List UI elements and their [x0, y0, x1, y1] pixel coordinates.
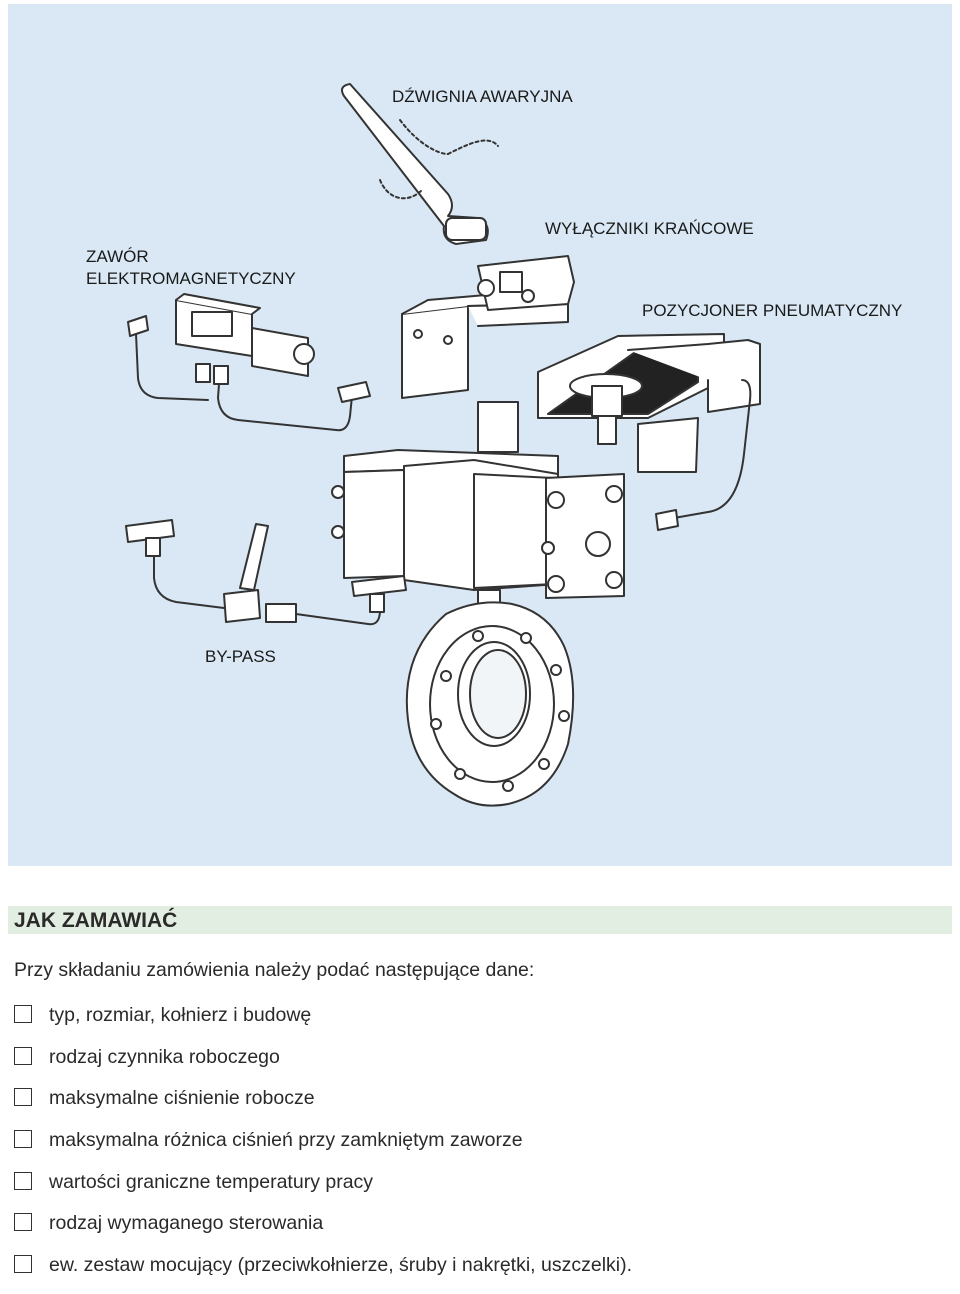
- checkbox[interactable]: [14, 1046, 32, 1065]
- list-item-label: maksymalne ciśnienie robocze: [49, 1087, 315, 1110]
- checkbox[interactable]: [14, 1255, 32, 1274]
- actuator-drawing: [331, 401, 625, 607]
- list-item-label: ew. zestaw mocujący (przeciwkołnierze, ś…: [49, 1254, 633, 1277]
- checkbox[interactable]: [14, 1171, 32, 1190]
- list-item: maksymalna różnica ciśnień przy zamknięt…: [14, 1127, 632, 1169]
- label-solenoid-valve-line1: ZAWÓR: [86, 247, 149, 266]
- list-item: maksymalne ciśnienie robocze: [14, 1085, 632, 1127]
- list-item-label: maksymalna różnica ciśnień przy zamknięt…: [49, 1129, 523, 1152]
- label-bypass: BY-PASS: [205, 647, 276, 666]
- list-item-label: wartości graniczne temperatury pracy: [49, 1170, 374, 1193]
- checkbox[interactable]: [14, 1130, 32, 1149]
- order-intro: Przy składaniu zamówienia należy podać n…: [14, 959, 535, 981]
- list-item: ew. zestaw mocujący (przeciwkołnierze, ś…: [14, 1252, 632, 1294]
- list-item-label: typ, rozmiar, kołnierz i budowę: [49, 1004, 312, 1026]
- label-solenoid-valve-line2: ELEKTROMAGNETYCZNY: [86, 269, 296, 288]
- butterfly-valve-drawing: [405, 601, 575, 807]
- requirements-list: typ, rozmiar, kołnierz i budowę rodzaj c…: [14, 1002, 632, 1294]
- list-item-label: rodzaj wymaganego sterowania: [49, 1212, 324, 1235]
- list-item: wartości graniczne temperatury pracy: [14, 1169, 632, 1211]
- list-item: rodzaj wymaganego sterowania: [14, 1210, 632, 1252]
- emergency-lever-drawing: [341, 83, 499, 245]
- label-solenoid-valve: ZAWÓR ELEKTROMAGNETYCZNY: [86, 246, 296, 290]
- section-title: JAK ZAMAWIAĆ: [14, 909, 178, 932]
- section-title-bar: [8, 906, 952, 934]
- list-item: rodzaj czynnika roboczego: [14, 1044, 632, 1086]
- checkbox[interactable]: [14, 1213, 32, 1232]
- bypass-drawing: [125, 519, 407, 626]
- list-item-label: rodzaj czynnika roboczego: [49, 1045, 280, 1068]
- valve-assembly-drawing: [125, 83, 761, 807]
- checkbox[interactable]: [14, 1088, 32, 1107]
- list-item: typ, rozmiar, kołnierz i budowę: [14, 1002, 632, 1044]
- pneumatic-positioner-drawing: [537, 333, 761, 531]
- solenoid-valve-drawing: [127, 293, 371, 432]
- checkbox[interactable]: [14, 1005, 32, 1023]
- label-emergency-lever: DŹWIGNIA AWARYJNA: [392, 87, 573, 106]
- limit-switches-drawing: [401, 255, 575, 399]
- label-pneumatic-positioner: POZYCJONER PNEUMATYCZNY: [642, 301, 903, 320]
- label-limit-switches: WYŁĄCZNIKI KRAŃCOWE: [545, 219, 754, 238]
- valve-assembly-figure: DŹWIGNIA AWARYJNA ZAWÓR ELEKTROMAGNETYCZ…: [8, 4, 952, 866]
